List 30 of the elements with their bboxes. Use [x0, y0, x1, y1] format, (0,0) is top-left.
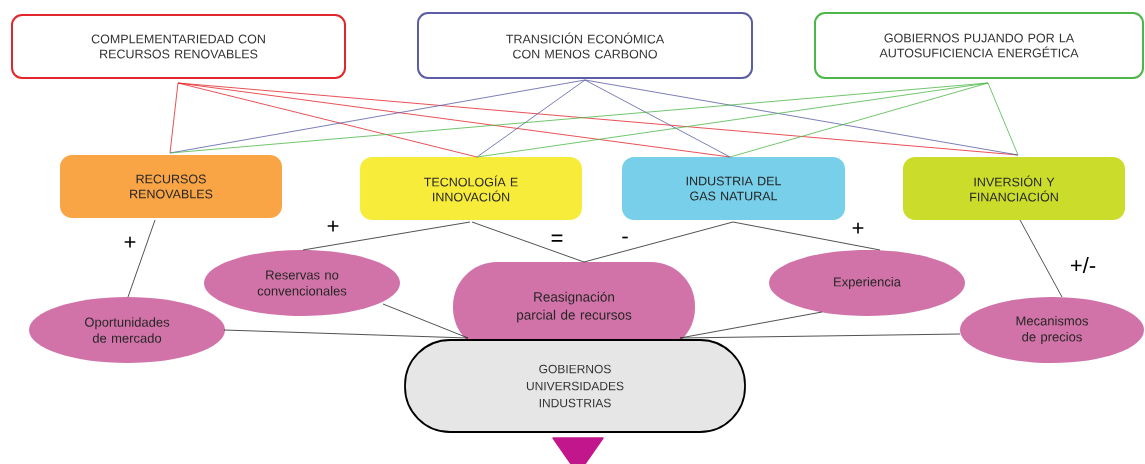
edge-label: +: [850, 221, 866, 237]
edge-label: -: [620, 235, 630, 245]
sector-box: INDUSTRIA DEL GAS NATURAL: [622, 157, 845, 220]
connector-line: [169, 82, 179, 154]
connector-line: [382, 303, 469, 339]
connector-line: [729, 82, 989, 158]
edge-label: +: [325, 219, 341, 235]
connector-line: [223, 329, 469, 339]
connector-line: [987, 82, 1019, 156]
sector-box: TECNOLOGÍA E INNOVACIÓN: [360, 157, 582, 220]
connector-line: [583, 221, 734, 263]
connector-line: [476, 79, 586, 158]
connector-line: [732, 221, 881, 251]
connector-line: [471, 221, 585, 263]
down-triangle: [552, 437, 604, 464]
theme-box: COMPLEMENTARIEDAD CON RECURSOS RENOVABLES: [11, 14, 346, 79]
sector-box: RECURSOS RENOVABLES: [60, 155, 282, 218]
actors-box: GOBIERNOS UNIVERSIDADES INDUSTRIAS: [404, 339, 746, 433]
edge-label: +: [122, 235, 138, 251]
theme-box: TRANSICIÓN ECONÓMICA CON MENOS CARBONO: [417, 12, 753, 79]
theme-box: GOBIERNOS PUJANDO POR LA AUTOSUFICIENCIA ENERGÉTICA: [814, 12, 1144, 79]
edge-label: +/-: [1068, 255, 1098, 275]
edge-label: =: [549, 233, 565, 247]
sector-box: INVERSIÓN Y FINANCIACIÓN: [903, 157, 1125, 220]
connector-line: [584, 79, 731, 158]
connector-line: [584, 79, 1019, 156]
connector-line: [679, 333, 961, 339]
connector-line: [127, 219, 156, 298]
connector-line: [302, 221, 471, 251]
connector-line: [1019, 219, 1063, 298]
